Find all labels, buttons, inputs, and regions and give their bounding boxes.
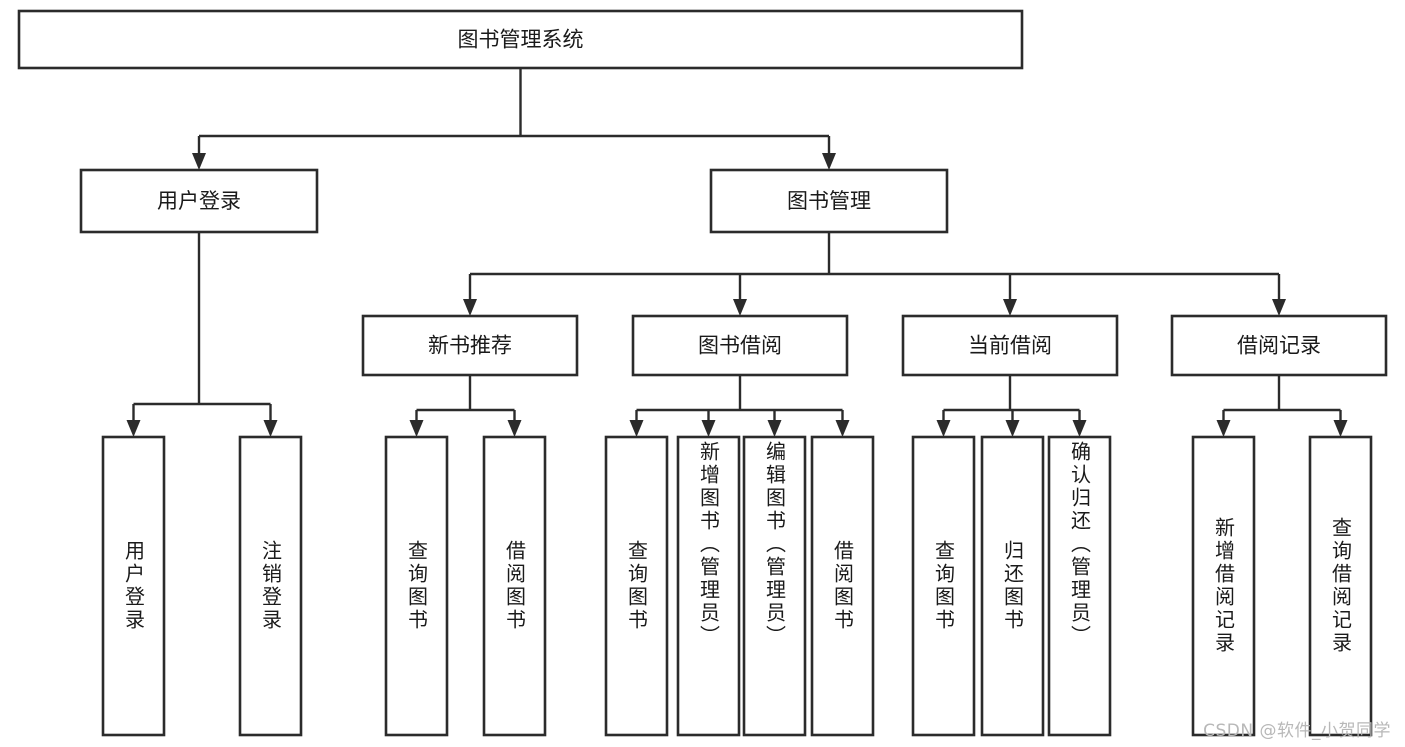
arrow-head-icon (192, 153, 206, 170)
arrow-head-icon (1072, 420, 1087, 437)
node-label-new-book-recommend: 新书推荐 (428, 334, 512, 358)
node-box-current-borrow[interactable] (901, 314, 1119, 377)
node-box-leaf-user-login[interactable] (101, 435, 166, 737)
arrow-head-icon (835, 420, 850, 437)
arrow-head-icon (507, 420, 522, 437)
arrow-head-icon (1005, 420, 1020, 437)
node-box-book-manage[interactable] (709, 168, 949, 234)
arrow-head-icon (822, 153, 836, 170)
node-label-user-login: 用户登录 (157, 189, 241, 213)
node-label-root: 图书管理系统 (458, 28, 584, 52)
arrow-head-icon (126, 420, 141, 437)
arrow-head-icon (629, 420, 644, 437)
node-box-leaf-query-book-current[interactable] (911, 435, 976, 737)
node-box-root[interactable] (17, 9, 1024, 70)
node-label-current-borrow: 当前借阅 (968, 334, 1052, 358)
csdn-watermark: CSDN @软件_小贺同学 (1203, 721, 1391, 741)
node-box-book-borrow[interactable] (631, 314, 849, 377)
node-box-leaf-user-logout[interactable] (238, 435, 303, 737)
arrow-head-icon (1333, 420, 1348, 437)
node-box-leaf-query-book-borrow[interactable] (604, 435, 669, 737)
arrow-head-icon (733, 299, 747, 316)
node-label-borrow-record: 借阅记录 (1237, 334, 1321, 358)
node-box-borrow-record[interactable] (1170, 314, 1388, 377)
node-label-book-borrow: 图书借阅 (698, 334, 782, 358)
node-label-book-manage: 图书管理 (787, 189, 871, 213)
arrow-head-icon (409, 420, 424, 437)
node-box-leaf-borrow-book[interactable] (810, 435, 875, 737)
node-box-leaf-confirm-return-admin[interactable] (1047, 435, 1112, 737)
node-box-user-login[interactable] (79, 168, 319, 234)
node-box-leaf-return-book[interactable] (980, 435, 1045, 737)
node-box-leaf-add-borrow-record[interactable] (1191, 435, 1256, 737)
arrow-head-icon (701, 420, 716, 437)
node-box-layer (17, 9, 1388, 737)
arrow-head-icon (936, 420, 951, 437)
arrow-head-icon (1216, 420, 1231, 437)
node-box-leaf-edit-book-admin[interactable] (742, 435, 807, 737)
arrow-head-icon (1272, 299, 1286, 316)
arrow-head-icon (463, 299, 477, 316)
node-box-new-book-recommend[interactable] (361, 314, 579, 377)
arrow-head-icon (1003, 299, 1017, 316)
arrow-head-icon (263, 420, 278, 437)
node-box-leaf-borrow-book-new[interactable] (482, 435, 547, 737)
arrow-head-icon (767, 420, 782, 437)
node-box-leaf-query-book-new[interactable] (384, 435, 449, 737)
connector-layer (126, 68, 1348, 437)
node-box-leaf-add-book-admin[interactable] (676, 435, 741, 737)
node-box-leaf-query-borrow-record[interactable] (1308, 435, 1373, 737)
